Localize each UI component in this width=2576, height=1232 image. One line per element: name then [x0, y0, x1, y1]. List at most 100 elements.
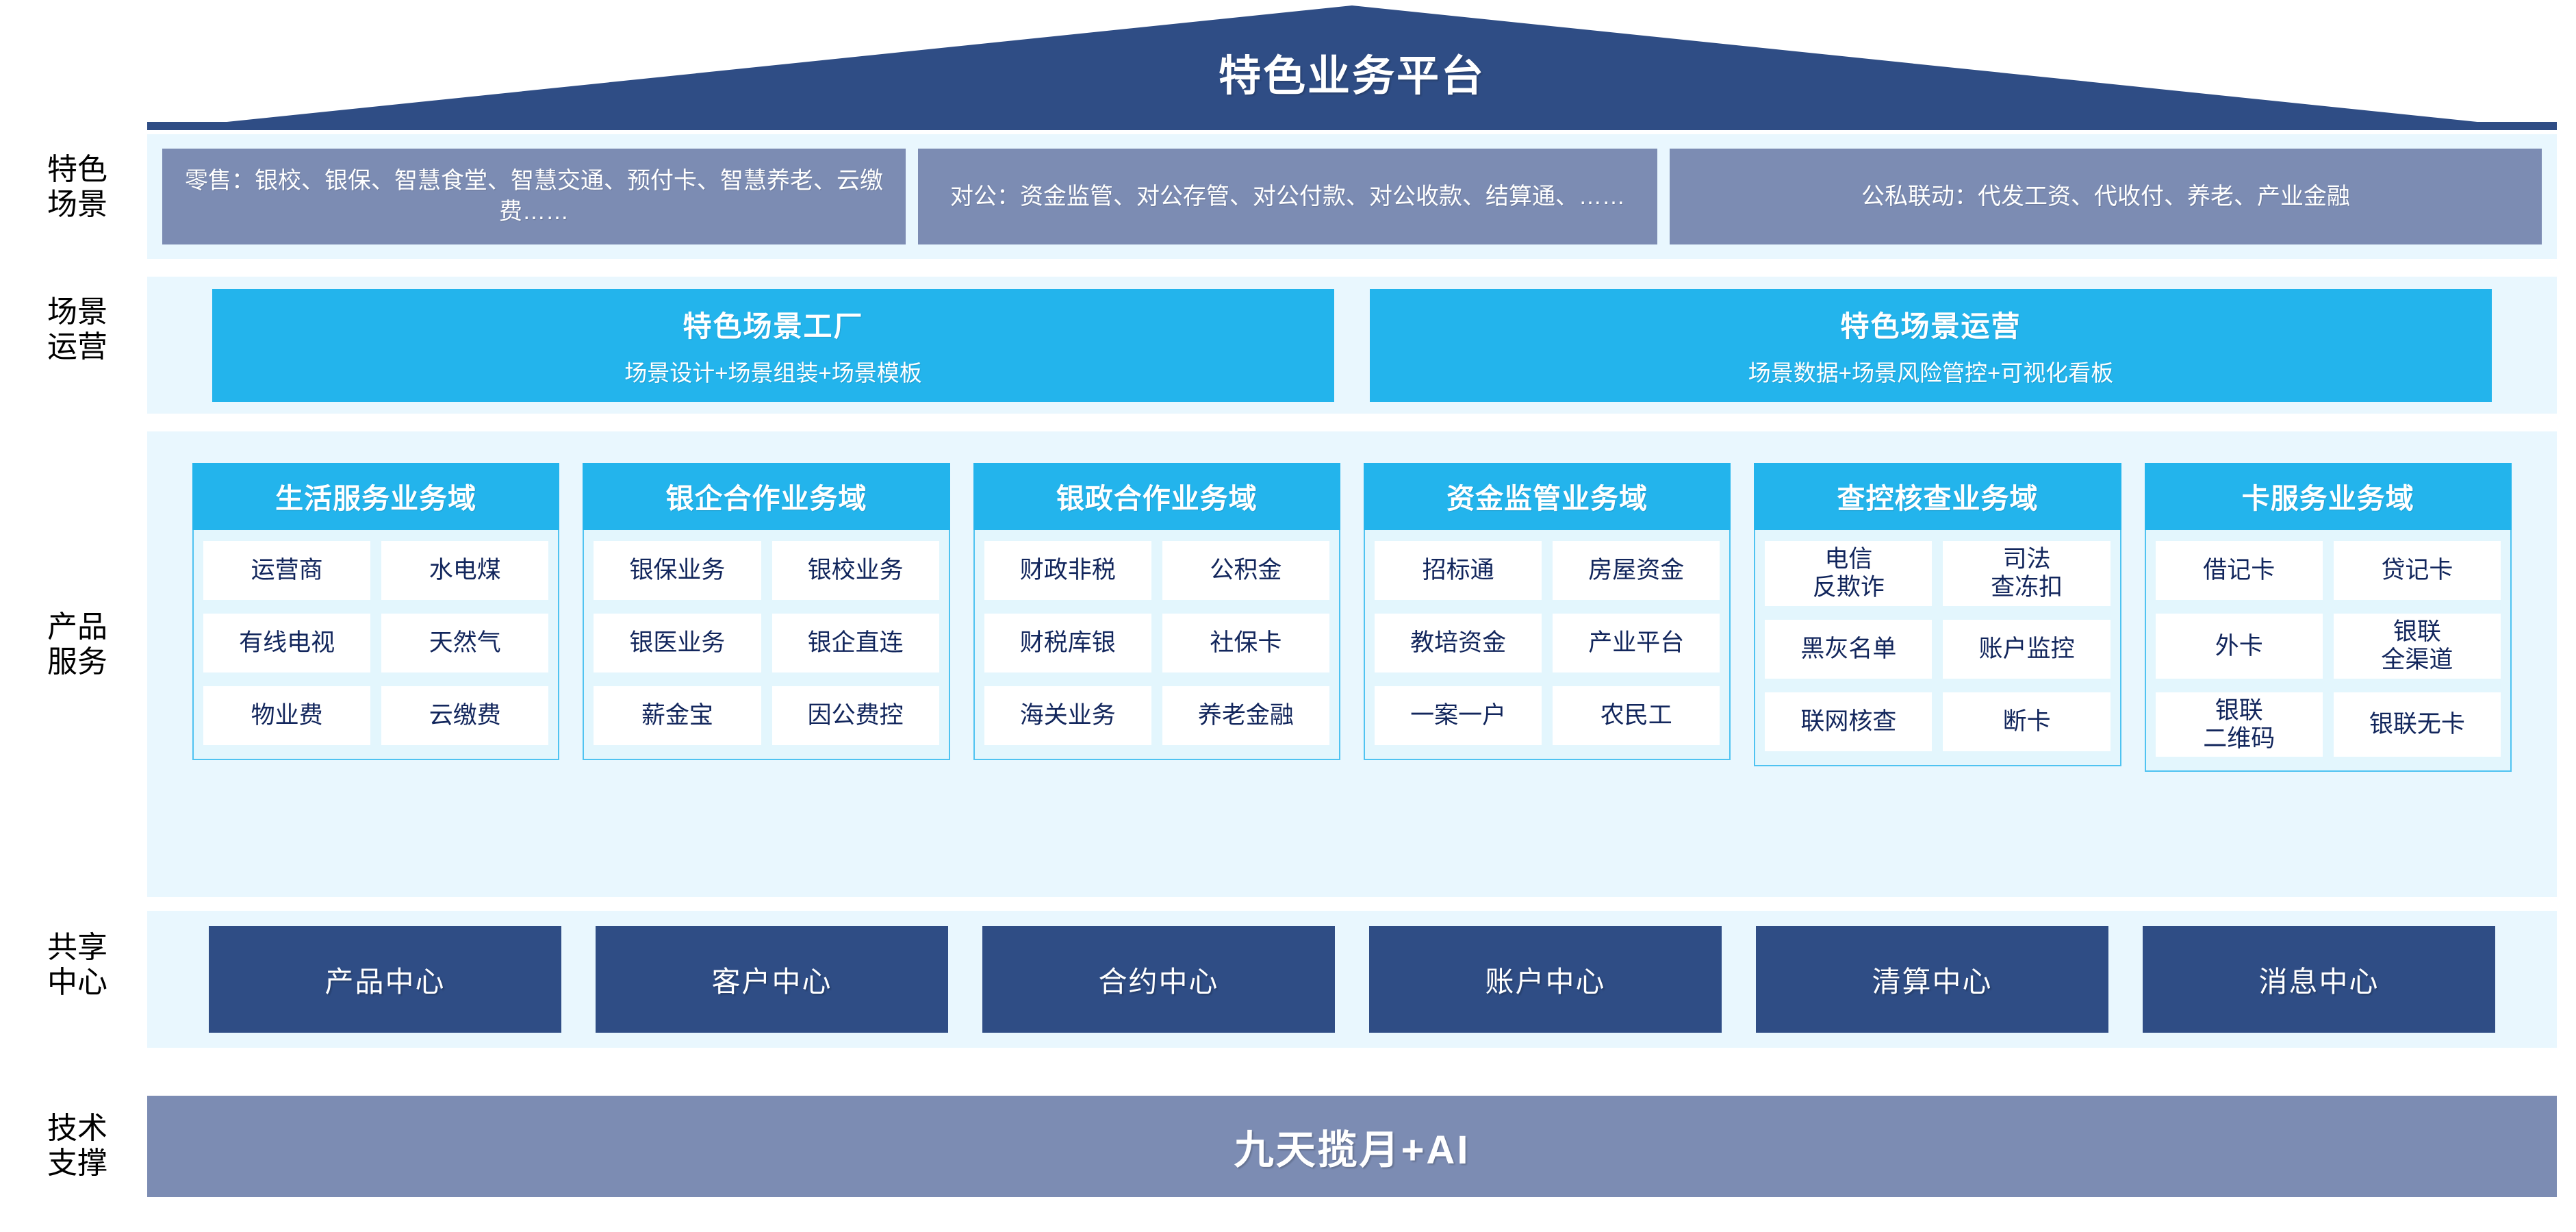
- domain-cell[interactable]: 贷记卡: [2333, 541, 2501, 600]
- platform-roof-banner: 特色业务平台: [147, 5, 2557, 130]
- domain-cell-row: 借记卡 贷记卡: [2155, 541, 2501, 600]
- domain-cell-row: 海关业务 养老金融: [984, 686, 1329, 745]
- domain-body-bank-enterprise: 银保业务 银校业务 银医业务 银企直连 薪金宝 因公费控: [584, 530, 948, 759]
- domain-cell[interactable]: 云缴费: [381, 686, 549, 745]
- domain-cell[interactable]: 银企直连: [771, 614, 939, 672]
- domain-cell[interactable]: 天然气: [381, 614, 549, 672]
- domain-cell[interactable]: 黑灰名单: [1765, 619, 1933, 679]
- domain-cell[interactable]: 招标通: [1374, 541, 1542, 600]
- domain-cell[interactable]: 联网核查: [1765, 692, 1933, 751]
- domain-cell-row: 联网核查 断卡: [1765, 692, 2110, 751]
- domain-cell-row: 教培资金 产业平台: [1374, 614, 1720, 672]
- domain-body-life-service: 运营商 水电煤 有线电视 天然气 物业费 云缴费: [194, 530, 558, 759]
- domain-cell-row: 外卡 银联 全渠道: [2155, 614, 2501, 679]
- domain-cell[interactable]: 产业平台: [1553, 614, 1720, 672]
- operation-row: 特色场景工厂 场景设计+场景组装+场景模板 特色场景运营 场景数据+场景风险管控…: [147, 277, 2557, 414]
- domain-cell[interactable]: 农民工: [1553, 686, 1720, 745]
- domain-cell[interactable]: 社保卡: [1162, 614, 1329, 672]
- shared-center-customer[interactable]: 客户中心: [596, 926, 948, 1033]
- ops-title-scene-operation: 特色场景运营: [1840, 310, 2022, 342]
- domain-cell[interactable]: 借记卡: [2155, 541, 2323, 600]
- domain-cell-row: 运营商 水电煤: [203, 541, 549, 600]
- domain-cell-row: 物业费 云缴费: [203, 686, 549, 745]
- domain-cell[interactable]: 薪金宝: [594, 686, 761, 745]
- roof-shape-icon: [147, 5, 2557, 130]
- row-label-shared: 共享 中心: [47, 931, 107, 1000]
- domain-title-card-service: 卡服务业务域: [2144, 463, 2512, 530]
- domain-cell[interactable]: 银保业务: [594, 541, 761, 600]
- shared-center-contract[interactable]: 合约中心: [982, 926, 1335, 1033]
- tech-support-bar[interactable]: 九天揽月+AI: [147, 1096, 2557, 1197]
- ops-box-scene-factory[interactable]: 特色场景工厂 场景设计+场景组装+场景模板: [212, 288, 1334, 402]
- domain-cell[interactable]: 运营商: [203, 541, 371, 600]
- domain-cell[interactable]: 海关业务: [984, 686, 1151, 745]
- domain-cell-row: 一案一户 农民工: [1374, 686, 1720, 745]
- scene-box-corporate[interactable]: 对公：资金监管、对公存管、对公付款、对公收款、结算通、……: [918, 149, 1657, 244]
- ops-subtitle-scene-factory: 场景设计+场景组装+场景模板: [624, 360, 922, 386]
- scene-box-retail[interactable]: 零售：银校、银保、智慧食堂、智慧交通、预付卡、智慧养老、云缴费……: [162, 149, 906, 244]
- domain-cell[interactable]: 有线电视: [203, 614, 371, 672]
- page-title: 特色业务平台: [1218, 53, 1485, 100]
- domain-cell-row: 银保业务 银校业务: [594, 541, 939, 600]
- domain-cell[interactable]: 财税库银: [984, 614, 1151, 672]
- ops-subtitle-scene-operation: 场景数据+场景风险管控+可视化看板: [1748, 360, 2114, 386]
- domain-cell[interactable]: 银校业务: [771, 541, 939, 600]
- domain-cell-row: 有线电视 天然气: [203, 614, 549, 672]
- domain-column-card-service[interactable]: 卡服务业务域 借记卡 贷记卡 外卡 银联 全渠道 银联 二维码 银联无卡: [2144, 463, 2512, 772]
- shared-center-account[interactable]: 账户中心: [1369, 926, 1722, 1033]
- domain-body-investigation-control: 电信 反欺诈 司法 查冻扣 黑灰名单 账户监控 联网核查 断卡: [1755, 530, 2119, 765]
- domain-cell[interactable]: 外卡: [2155, 614, 2323, 679]
- domain-column-bank-government[interactable]: 银政合作业务域 财政非税 公积金 财税库银 社保卡 海关业务 养老金融: [973, 463, 1340, 760]
- domain-cell[interactable]: 物业费: [203, 686, 371, 745]
- domain-cell[interactable]: 公积金: [1162, 541, 1329, 600]
- row-label-scenes: 特色 场景: [47, 153, 107, 222]
- domain-cell[interactable]: 教培资金: [1374, 614, 1542, 672]
- scenes-row: 零售：银校、银保、智慧食堂、智慧交通、预付卡、智慧养老、云缴费…… 对公：资金监…: [147, 134, 2557, 259]
- domain-cell-row: 电信 反欺诈 司法 查冻扣: [1765, 541, 2110, 606]
- domain-cell-row: 银联 二维码 银联无卡: [2155, 692, 2501, 757]
- products-row: 生活服务业务域 运营商 水电煤 有线电视 天然气 物业费 云缴费 银企合作业务域: [147, 431, 2557, 897]
- domain-cell-row: 薪金宝 因公费控: [594, 686, 939, 745]
- ops-box-scene-operation[interactable]: 特色场景运营 场景数据+场景风险管控+可视化看板: [1370, 288, 2492, 402]
- domain-cell[interactable]: 水电煤: [381, 541, 549, 600]
- row-label-operation: 场景 运营: [47, 295, 107, 364]
- shared-center-product[interactable]: 产品中心: [209, 926, 561, 1033]
- domain-cell[interactable]: 电信 反欺诈: [1765, 541, 1933, 606]
- domain-cell[interactable]: 养老金融: [1162, 686, 1329, 745]
- domain-cell-row: 招标通 房屋资金: [1374, 541, 1720, 600]
- domain-cell[interactable]: 一案一户: [1374, 686, 1542, 745]
- domain-body-fund-supervision: 招标通 房屋资金 教培资金 产业平台 一案一户 农民工: [1365, 530, 1729, 759]
- domain-cell[interactable]: 银联无卡: [2333, 692, 2501, 757]
- shared-center-message[interactable]: 消息中心: [2143, 926, 2495, 1033]
- domain-cell-row: 财税库银 社保卡: [984, 614, 1329, 672]
- domain-body-card-service: 借记卡 贷记卡 外卡 银联 全渠道 银联 二维码 银联无卡: [2146, 530, 2510, 770]
- domain-title-fund-supervision: 资金监管业务域: [1363, 463, 1731, 530]
- domain-column-life-service[interactable]: 生活服务业务域 运营商 水电煤 有线电视 天然气 物业费 云缴费: [192, 463, 560, 760]
- row-label-tech: 技术 支撑: [47, 1111, 107, 1181]
- domain-column-bank-enterprise[interactable]: 银企合作业务域 银保业务 银校业务 银医业务 银企直连 薪金宝 因公费控: [583, 463, 950, 760]
- ops-title-scene-factory: 特色场景工厂: [683, 310, 864, 342]
- domain-title-bank-government: 银政合作业务域: [973, 463, 1340, 530]
- shared-center-settlement[interactable]: 清算中心: [1756, 926, 2108, 1033]
- domain-cell-row: 黑灰名单 账户监控: [1765, 619, 2110, 679]
- domain-cell-row: 财政非税 公积金: [984, 541, 1329, 600]
- row-label-products: 产品 服务: [47, 610, 107, 679]
- domain-cell[interactable]: 银联 全渠道: [2333, 614, 2501, 679]
- domain-column-fund-supervision[interactable]: 资金监管业务域 招标通 房屋资金 教培资金 产业平台 一案一户 农民工: [1363, 463, 1731, 760]
- domain-cell[interactable]: 银医业务: [594, 614, 761, 672]
- domain-title-investigation-control: 查控核查业务域: [1754, 463, 2121, 530]
- domain-cell[interactable]: 财政非税: [984, 541, 1151, 600]
- domain-cell[interactable]: 断卡: [1943, 692, 2110, 751]
- domain-cell[interactable]: 因公费控: [771, 686, 939, 745]
- domain-body-bank-government: 财政非税 公积金 财税库银 社保卡 海关业务 养老金融: [975, 530, 1339, 759]
- shared-centers-row: 产品中心 客户中心 合约中心 账户中心 清算中心 消息中心: [147, 911, 2557, 1048]
- domain-title-bank-enterprise: 银企合作业务域: [583, 463, 950, 530]
- domain-cell-row: 银医业务 银企直连: [594, 614, 939, 672]
- domain-cell[interactable]: 银联 二维码: [2155, 692, 2323, 757]
- domain-cell[interactable]: 司法 查冻扣: [1943, 541, 2110, 606]
- domain-column-investigation-control[interactable]: 查控核查业务域 电信 反欺诈 司法 查冻扣 黑灰名单 账户监控 联网核查 断卡: [1754, 463, 2121, 766]
- domain-cell[interactable]: 账户监控: [1943, 619, 2110, 679]
- domain-cell[interactable]: 房屋资金: [1553, 541, 1720, 600]
- scene-box-public-private-linkage[interactable]: 公私联动：代发工资、代收付、养老、产业金融: [1670, 149, 2542, 244]
